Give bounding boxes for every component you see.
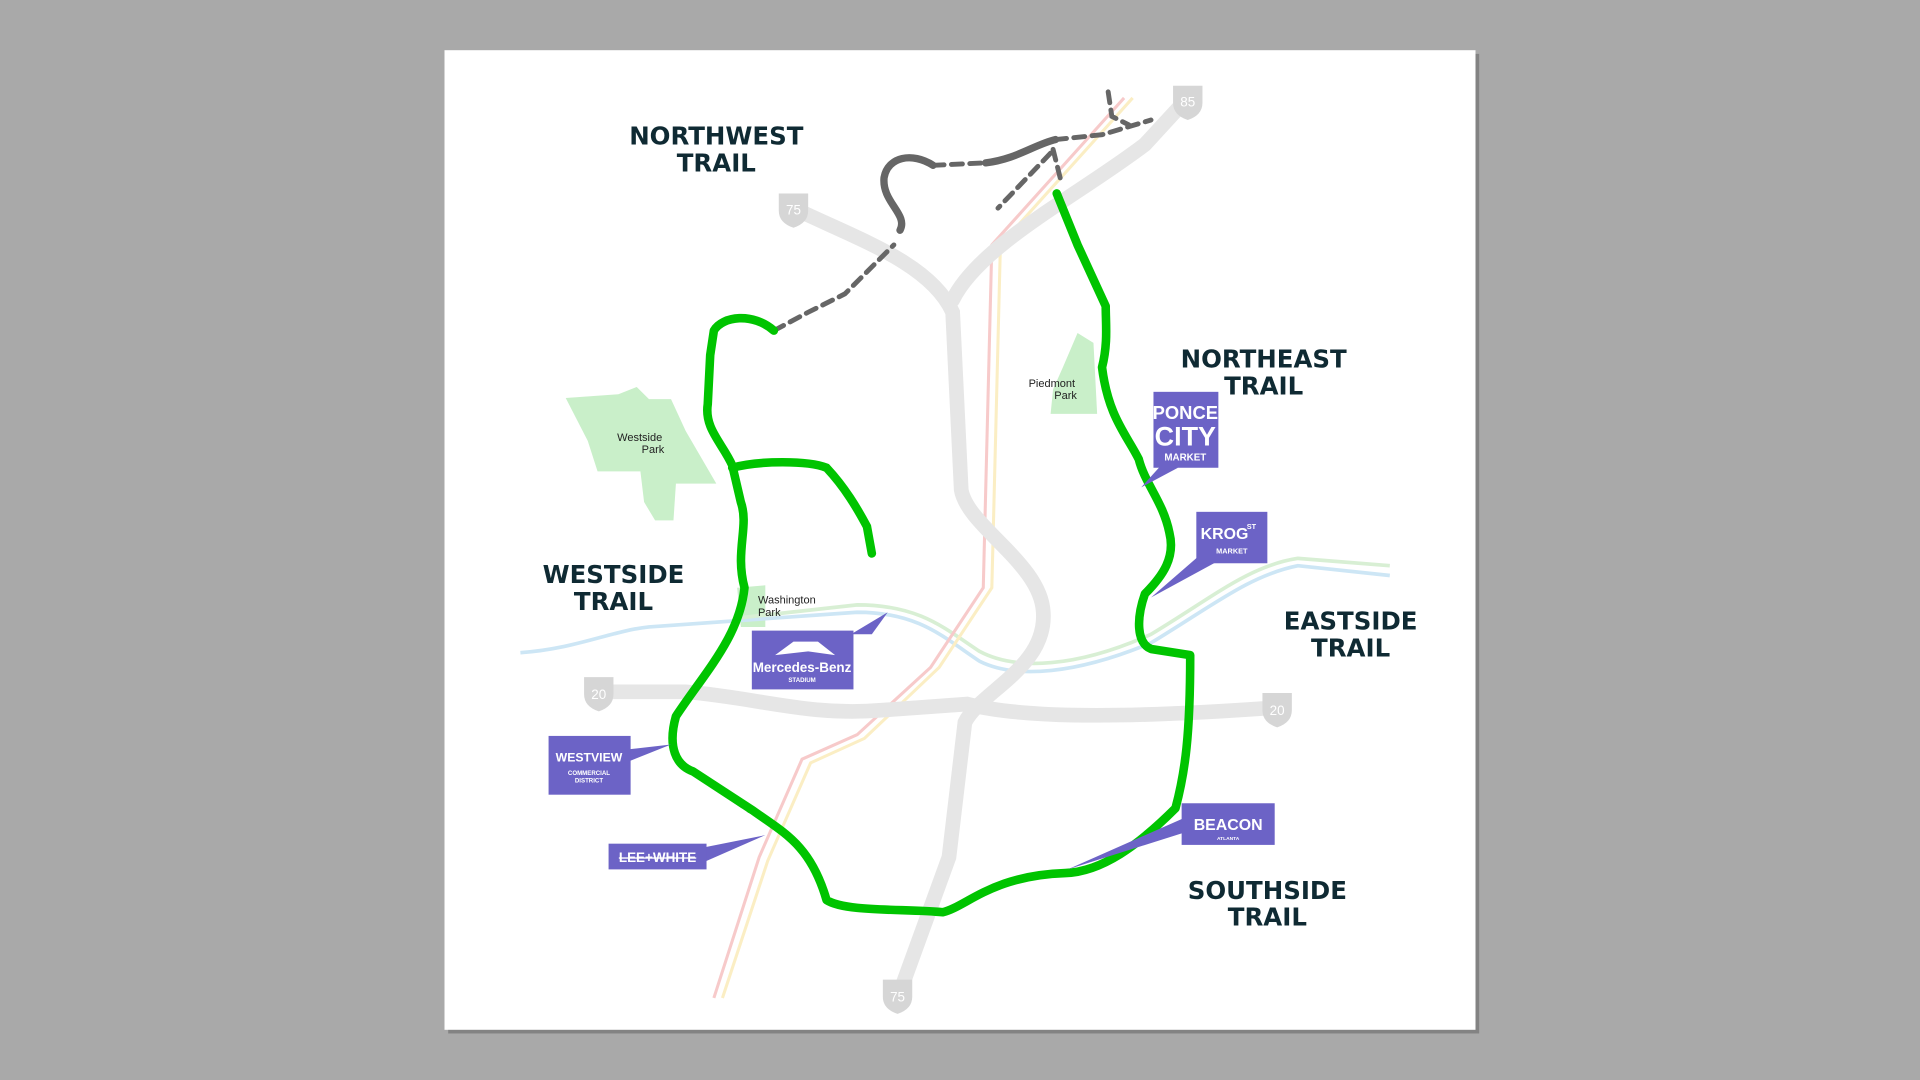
- svg-text:PONCE: PONCE: [1153, 402, 1218, 423]
- svg-text:STADIUM: STADIUM: [788, 677, 815, 684]
- svg-text:KROG: KROG: [1201, 526, 1249, 543]
- svg-text:EASTSIDE: EASTSIDE: [1284, 606, 1418, 635]
- landmark-westview-commercial-district[interactable]: WESTVIEW COMMERCIAL DISTRICT: [548, 735, 672, 795]
- shield-75-south: 75: [882, 979, 913, 1014]
- svg-text:Park: Park: [758, 607, 781, 619]
- svg-text:TRAIL: TRAIL: [574, 587, 653, 616]
- svg-text:20: 20: [591, 687, 606, 702]
- shield-20-east: 20: [1262, 693, 1292, 728]
- shield-20-west: 20: [584, 677, 614, 712]
- svg-text:BEACON: BEACON: [1194, 817, 1263, 834]
- westside-park-area: [565, 386, 717, 521]
- river-line: [520, 563, 1390, 674]
- westside-trail-spur: [727, 457, 877, 558]
- highway-shields: 75 85 20 20 75: [584, 85, 1292, 1014]
- svg-text:TRAIL: TRAIL: [1224, 371, 1303, 400]
- svg-text:ATLANTA: ATLANTA: [1217, 836, 1240, 842]
- svg-text:DISTRICT: DISTRICT: [575, 777, 603, 784]
- svg-text:NORTHEAST: NORTHEAST: [1181, 344, 1347, 373]
- svg-text:LEE+WHITE: LEE+WHITE: [619, 850, 696, 865]
- svg-text:COMMERCIAL: COMMERCIAL: [568, 770, 610, 777]
- svg-text:NORTHWEST: NORTHWEST: [629, 121, 804, 150]
- interstate-85: [945, 90, 1196, 308]
- svg-text:20: 20: [1270, 703, 1285, 718]
- landmark-krog-street-market[interactable]: KROG ST MARKET: [1151, 511, 1268, 598]
- beltline-trail-loop: [668, 189, 1195, 917]
- landmark-ponce-city-market[interactable]: PONCE CITY MARKET: [1141, 391, 1219, 488]
- svg-text:TRAIL: TRAIL: [1311, 633, 1390, 662]
- svg-text:MARKET: MARKET: [1164, 452, 1206, 463]
- rail-line-green: [734, 556, 1390, 666]
- svg-text:Park: Park: [1054, 390, 1077, 402]
- piedmont-park-area: [1050, 333, 1098, 414]
- landmark-mercedes-benz-stadium[interactable]: Mercedes-Benz STADIUM: [751, 612, 888, 690]
- interstate-20: [592, 684, 1281, 723]
- svg-text:Washington: Washington: [758, 595, 816, 607]
- svg-text:75: 75: [890, 990, 905, 1005]
- svg-text:85: 85: [1180, 95, 1195, 110]
- planned-trail: [689, 89, 1154, 814]
- svg-text:CITY: CITY: [1155, 422, 1216, 452]
- svg-text:MARKET: MARKET: [1216, 546, 1248, 555]
- svg-text:ST: ST: [1247, 522, 1257, 531]
- svg-text:WESTVIEW: WESTVIEW: [556, 751, 623, 765]
- svg-text:75: 75: [786, 202, 801, 217]
- svg-text:Mercedes-Benz: Mercedes-Benz: [753, 660, 852, 675]
- shield-75-north: 75: [778, 193, 809, 228]
- svg-text:Westside: Westside: [617, 432, 662, 444]
- rail-line-red: [712, 96, 1126, 999]
- svg-text:Piedmont: Piedmont: [1029, 378, 1076, 390]
- shield-85: 85: [1173, 85, 1203, 120]
- svg-text:Park: Park: [642, 444, 665, 456]
- svg-text:TRAIL: TRAIL: [677, 148, 756, 177]
- svg-text:TRAIL: TRAIL: [1228, 903, 1307, 932]
- landmark-lee-white[interactable]: LEE+WHITE: [608, 835, 766, 870]
- svg-text:WESTSIDE: WESTSIDE: [543, 560, 685, 589]
- svg-text:SOUTHSIDE: SOUTHSIDE: [1188, 876, 1347, 905]
